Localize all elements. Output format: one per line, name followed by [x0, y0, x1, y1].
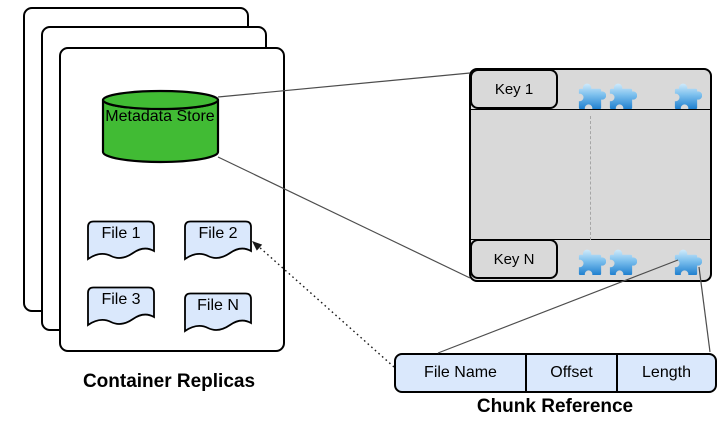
- file-shape-3: File 3: [87, 286, 155, 328]
- metadata-store-label: Metadata Store: [105, 108, 215, 125]
- file-label: File 3: [101, 291, 141, 308]
- key-cell-1: Key 1: [470, 69, 558, 109]
- puzzle-piece-icon: [578, 249, 606, 276]
- chunk-field-label: Offset: [550, 364, 593, 381]
- key-label: Key 1: [494, 80, 534, 98]
- chunk-reference-caption: Chunk Reference: [476, 396, 634, 417]
- puzzle-piece-icon: [578, 83, 606, 110]
- file-label: File 1: [101, 225, 141, 242]
- file-label: File 2: [198, 225, 238, 242]
- puzzle-piece-icon: [674, 249, 702, 276]
- key-chunk-table: Key 1 Key N: [469, 68, 712, 282]
- chunk-field-file-name: File Name: [396, 355, 527, 391]
- continuation-ellipsis: [590, 116, 591, 240]
- puzzle-piece-icon: [674, 83, 702, 110]
- container-replicas-caption: Container Replicas: [82, 371, 256, 392]
- puzzle-piece-icon: [609, 83, 637, 110]
- file-shape-2: File 2: [184, 220, 252, 262]
- database-cylinder-icon: [101, 89, 220, 164]
- file-label: File N: [197, 297, 239, 314]
- chunk-field-length: Length: [618, 355, 715, 391]
- document-icon: [87, 286, 155, 327]
- chunk-field-offset: Offset: [527, 355, 618, 391]
- file-shape-1: File 1: [87, 220, 155, 262]
- chunk-field-label: File Name: [424, 364, 497, 381]
- puzzle-piece-icon: [609, 249, 637, 276]
- key-label: Key N: [493, 250, 535, 268]
- document-icon: [184, 292, 252, 333]
- chunk-reference-record: File Name Offset Length: [394, 353, 717, 393]
- file-shape-n: File N: [184, 292, 252, 334]
- row-divider: [471, 108, 710, 110]
- document-icon: [87, 220, 155, 261]
- chunk-field-label: Length: [642, 364, 691, 381]
- key-cell-n: Key N: [470, 239, 558, 279]
